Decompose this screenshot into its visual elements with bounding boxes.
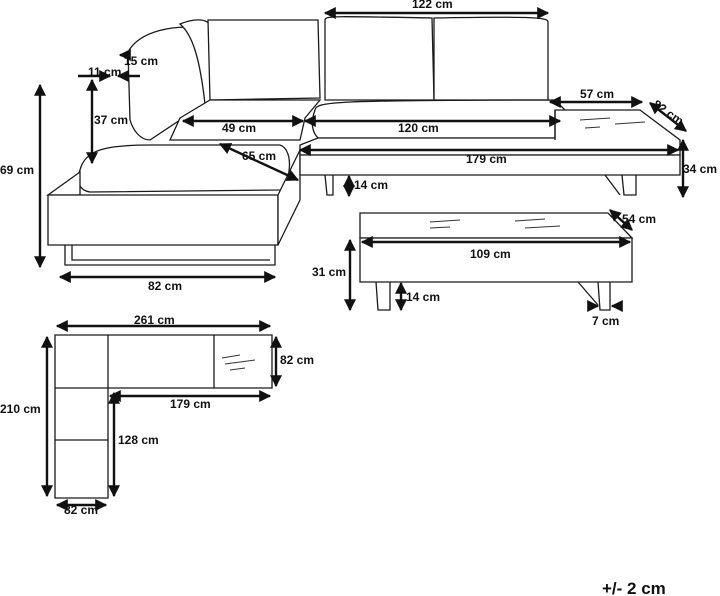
corner-module-drawing xyxy=(45,19,322,266)
dim-plan-right-depth: 82 cm xyxy=(280,353,314,367)
dim-plan-left-length: 128 cm xyxy=(118,433,159,447)
corner-dimensions: 69 cm 11 cm 15 cm 37 cm 49 cm 65 cm 82 c… xyxy=(0,49,305,293)
dim-seat-depth-diag: 65 cm xyxy=(242,149,276,163)
dim-back-height: 37 cm xyxy=(94,113,128,127)
dim-sofa-leg-height: 14 cm xyxy=(354,178,388,192)
dim-table-leg-width: 7 cm xyxy=(592,314,619,328)
dim-total-width: 179 cm xyxy=(466,152,507,166)
plan-view-dimensions: 261 cm 210 cm 82 cm 179 cm 128 cm 82 cm xyxy=(0,313,314,517)
dim-sofa-height: 34 cm xyxy=(683,162,717,176)
dim-seat-width: 120 cm xyxy=(398,121,439,135)
tolerance-note: +/- 2 cm xyxy=(602,579,666,596)
dim-table-width: 109 cm xyxy=(470,247,511,261)
dim-back-width: 122 cm xyxy=(412,0,453,11)
dim-back-cushion: 15 cm xyxy=(124,54,158,68)
dim-table-height: 31 cm xyxy=(312,265,346,279)
dim-plan-right-length: 179 cm xyxy=(170,397,211,411)
dim-plan-total-width: 261 cm xyxy=(134,313,175,327)
plan-view-drawing xyxy=(54,334,273,499)
dim-table-depth: 54 cm xyxy=(622,212,656,226)
dim-platform-width: 57 cm xyxy=(580,87,614,101)
long-sofa-drawing xyxy=(299,16,681,196)
dim-module-width: 82 cm xyxy=(148,279,182,293)
dim-seat-depth-left: 49 cm xyxy=(222,121,256,135)
dim-plan-total-depth: 210 cm xyxy=(0,402,41,416)
coffee-table-dimensions: 54 cm 109 cm 31 cm 14 cm 7 cm xyxy=(312,209,656,328)
dim-plan-left-width: 82 cm xyxy=(64,503,98,517)
dim-total-height: 69 cm xyxy=(0,163,34,177)
dim-arm-width: 11 cm xyxy=(88,65,121,79)
dim-table-leg-height: 14 cm xyxy=(406,290,440,304)
